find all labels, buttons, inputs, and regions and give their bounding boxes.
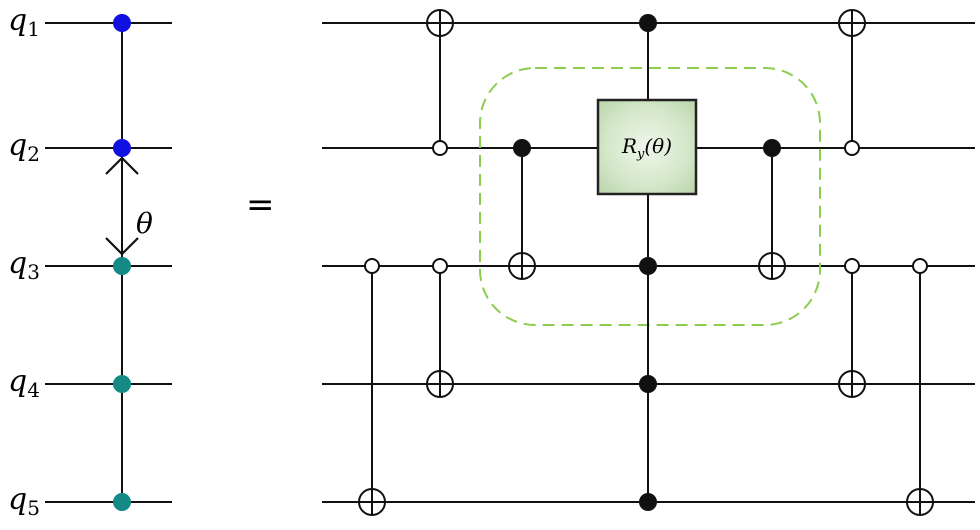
dashed-highlight-box	[479, 67, 821, 326]
target-f-q4	[838, 370, 866, 398]
dot-q3	[113, 257, 131, 275]
target-b-q1	[426, 9, 454, 37]
equals-sign: =	[246, 185, 275, 225]
filled-control-e-q2	[763, 139, 781, 157]
filled-control-ry-q5	[639, 493, 657, 511]
target-g-q5	[906, 488, 934, 516]
ry-gate-label: Ry(θ)	[621, 134, 673, 162]
open-control-b-q3	[432, 258, 448, 274]
qubit-label-4: q4	[8, 364, 40, 402]
open-control-f-q2	[844, 140, 860, 156]
filled-control-ry-q1	[639, 14, 657, 32]
ry-gate-box	[596, 98, 698, 196]
dot-q4	[113, 375, 131, 393]
qubit-label-5: q5	[8, 482, 40, 520]
dot-q1	[113, 14, 131, 32]
filled-control-ry-q4	[639, 375, 657, 393]
arrow-down-head	[105, 237, 139, 256]
target-f-q1	[838, 9, 866, 37]
theta-label: θ	[136, 207, 153, 240]
arrow-up-head	[105, 156, 139, 175]
dot-q5	[113, 493, 131, 511]
qubit-label-1: q1	[8, 3, 40, 41]
dot-q2	[113, 139, 131, 157]
target-e-q3	[758, 252, 786, 280]
filled-control-ry-q3	[639, 257, 657, 275]
target-b-q4	[426, 370, 454, 398]
qubit-label-2: q2	[8, 128, 40, 166]
filled-control-c-q2	[513, 139, 531, 157]
target-a-q5	[358, 488, 386, 516]
qubit-label-3: q3	[8, 246, 40, 284]
target-c-q3	[508, 252, 536, 280]
open-control-g-q3	[912, 258, 928, 274]
open-control-a-q3	[364, 258, 380, 274]
open-control-b-q2	[432, 140, 448, 156]
open-control-f-q3	[844, 258, 860, 274]
